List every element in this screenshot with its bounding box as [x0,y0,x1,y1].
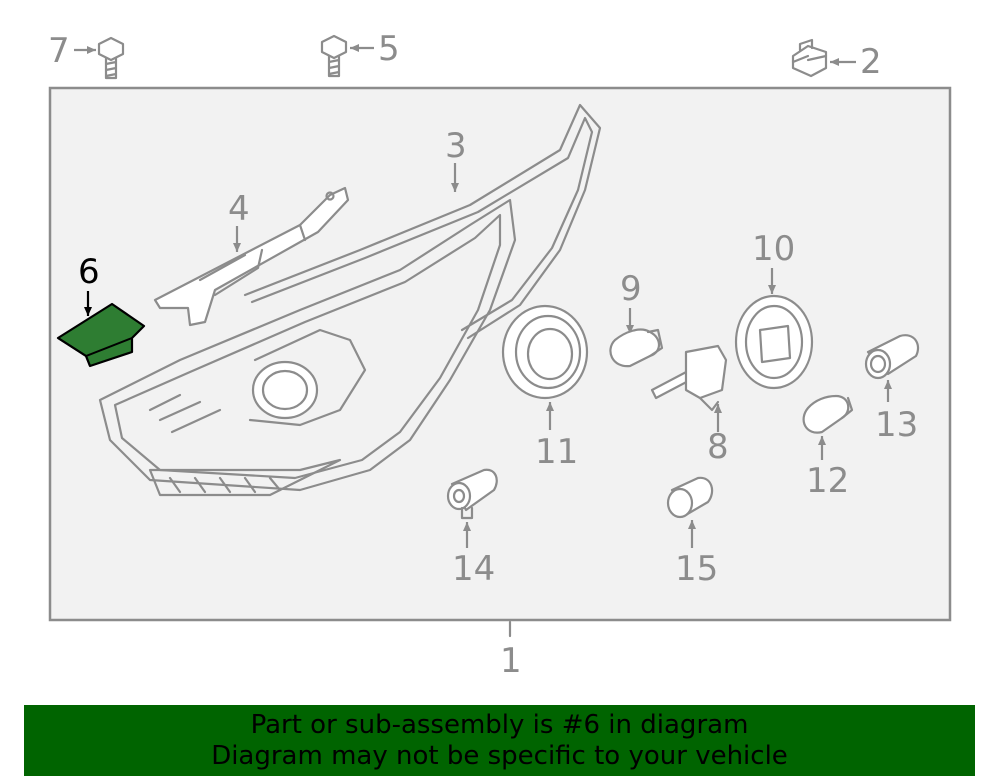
part-6-module[interactable]: 6 [56,252,146,368]
parts-diagram: 7 5 2 3 [48,29,952,681]
callout-11: 11 [535,432,578,472]
part-4-bracket[interactable]: 4 [153,186,350,327]
callout-12: 12 [806,461,849,501]
part-9-bulb[interactable]: 9 [609,269,664,368]
assembly-frame [48,86,952,622]
part-3-headlamp-housing[interactable]: 3 [98,103,602,497]
bolt-7-icon [97,36,125,80]
part-8-hid-bulb[interactable]: 8 [650,344,729,467]
callout-4: 4 [228,189,250,229]
callout-15: 15 [675,549,718,589]
callout-6: 6 [78,252,100,292]
banner-line-1: Part or sub-assembly is #6 in diagram [250,709,749,740]
callout-13: 13 [875,405,918,445]
callout-9: 9 [620,269,642,309]
banner-line-2: Diagram may not be specific to your vehi… [211,740,788,771]
part-13-socket[interactable]: 13 [864,334,920,445]
part-11-cover[interactable]: 11 [501,304,589,472]
callout-8: 8 [707,427,729,467]
clip-2-icon [791,38,828,78]
part-7-bolt[interactable]: 7 [48,31,125,80]
part-12-bulb[interactable]: 12 [802,394,854,501]
part-14-socket[interactable]: 14 [446,468,498,589]
part-5-bolt[interactable]: 5 [320,29,400,78]
callout-5: 5 [378,29,400,69]
info-banner: Part or sub-assembly is #6 in diagram Di… [24,705,975,776]
part-2-clip[interactable]: 2 [791,38,882,82]
callout-14: 14 [452,549,495,589]
part-10-socket-cap[interactable]: 10 [734,229,814,390]
callout-10: 10 [752,229,795,269]
callout-3: 3 [445,126,467,166]
callout-1: 1 [500,641,522,681]
part-15-grommet[interactable]: 15 [666,476,718,589]
part-1-headlamp-assembly[interactable]: 1 [500,620,522,681]
callout-2: 2 [860,42,882,82]
callout-7: 7 [48,31,70,71]
bolt-5-icon [320,34,348,78]
